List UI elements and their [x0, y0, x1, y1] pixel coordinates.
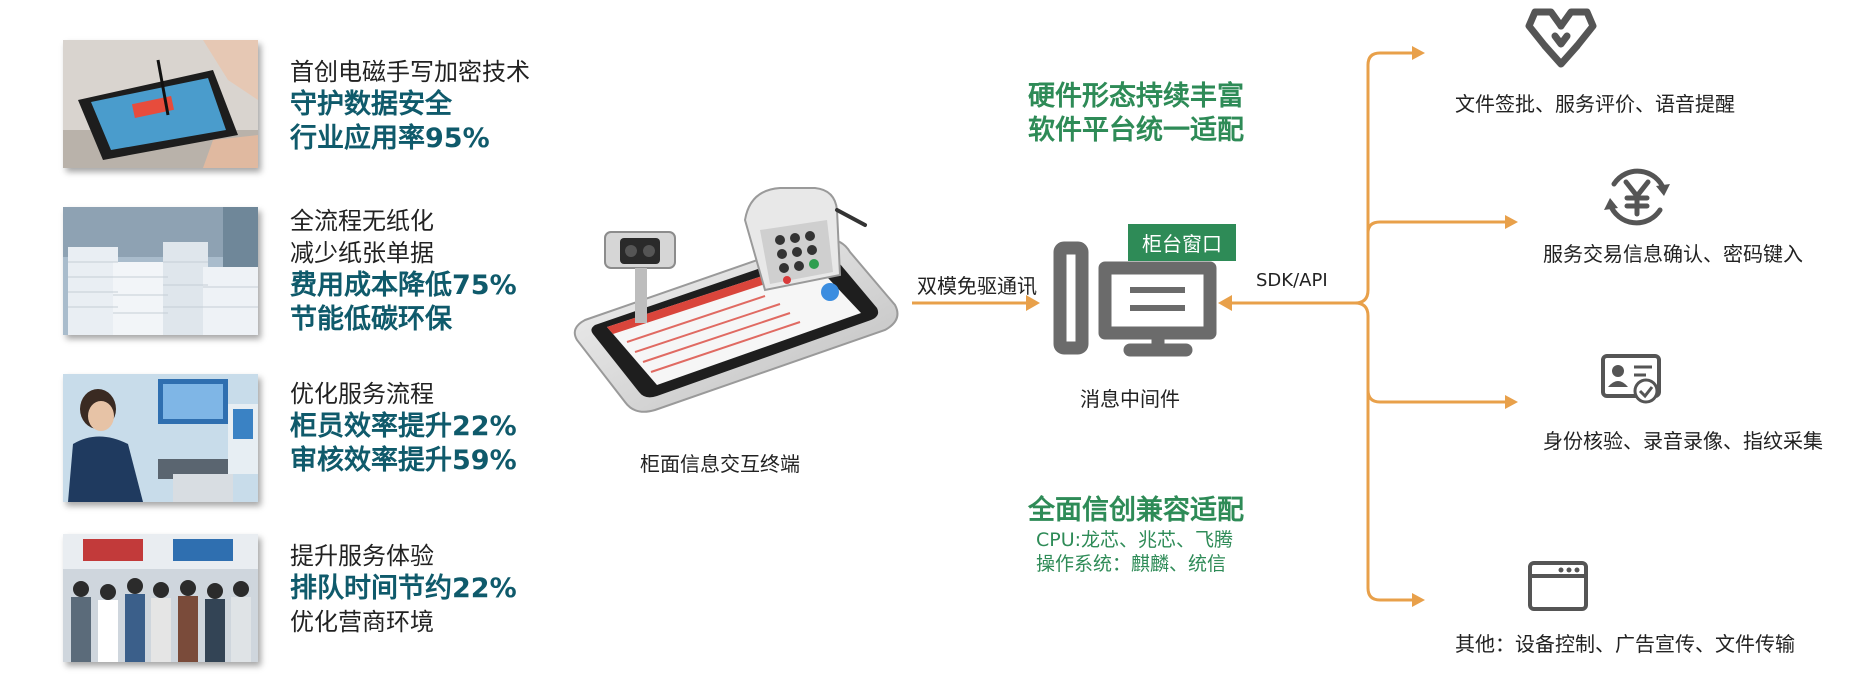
- feature-text: 优化服务流程: [290, 380, 434, 408]
- feature-text: 减少纸张单据: [290, 239, 434, 267]
- middleware-caption: 消息中间件: [1080, 387, 1180, 411]
- id-card-check-icon: [1601, 354, 1661, 404]
- xinchuang-os: 操作系统：麒麟、统信: [1036, 553, 1227, 575]
- dual-mode-link-label: 双模免驱通讯: [917, 274, 1037, 298]
- counter-terminal-device: [565, 180, 905, 420]
- feature-text: 优化营商环境: [290, 608, 434, 636]
- photo-queue-hall: [63, 534, 258, 662]
- counter-window-badge: 柜台窗口: [1128, 224, 1236, 261]
- feature-highlight: 审核效率提升59%: [290, 445, 517, 476]
- capability-label: 文件签批、服务评价、语音提醒: [1455, 92, 1735, 116]
- feature-highlight: 行业应用率95%: [290, 123, 490, 154]
- feature-block-efficiency: 优化服务流程 柜员效率提升22% 审核效率提升59%: [290, 378, 590, 478]
- feature-highlight: 排队时间节约22%: [290, 573, 517, 604]
- feature-highlight: 柜员效率提升22%: [290, 411, 517, 442]
- yuan-exchange-icon: [1604, 168, 1670, 226]
- feature-text: 提升服务体验: [290, 542, 434, 570]
- browser-window-icon: [1528, 561, 1588, 611]
- feature-block-encryption: 首创电磁手写加密技术 守护数据安全 行业应用率95%: [290, 56, 590, 156]
- photo-paper-stacks: [63, 207, 258, 335]
- capability-label: 身份核验、录音录像、指纹采集: [1543, 429, 1823, 453]
- feature-text: 全流程无纸化: [290, 207, 434, 235]
- xinchuang-block: 全面信创兼容适配 CPU:龙芯、兆芯、飞腾 操作系统：麒麟、统信: [1028, 494, 1244, 576]
- terminal-caption: 柜面信息交互终端: [640, 452, 800, 476]
- capability-label: 服务交易信息确认、密码键入: [1543, 242, 1803, 266]
- feature-block-paperless: 全流程无纸化 减少纸张单据 费用成本降低75% 节能低碳环保: [290, 205, 590, 337]
- hardware-headline: 硬件形态持续丰富 软件平台统一适配: [1028, 80, 1244, 148]
- photo-bank-teller: [63, 374, 258, 502]
- xinchuang-cpu: CPU:龙芯、兆芯、飞腾: [1036, 529, 1234, 551]
- photo-signature-tablet: [63, 40, 258, 168]
- feature-highlight: 费用成本降低75%: [290, 270, 517, 301]
- monitor-pc-icon: [1053, 241, 1217, 357]
- heart-handshake-icon: [1525, 8, 1597, 68]
- hardware-line-2: 软件平台统一适配: [1028, 115, 1244, 146]
- capability-label: 其他：设备控制、广告宣传、文件传输: [1455, 632, 1795, 656]
- feature-highlight: 守护数据安全: [290, 89, 452, 120]
- xinchuang-title: 全面信创兼容适配: [1028, 495, 1244, 526]
- feature-highlight: 节能低碳环保: [290, 304, 452, 335]
- feature-text: 首创电磁手写加密技术: [290, 58, 530, 86]
- hardware-line-1: 硬件形态持续丰富: [1028, 81, 1244, 112]
- feature-block-experience: 提升服务体验 排队时间节约22% 优化营商环境: [290, 540, 590, 638]
- sdk-api-label: SDK/API: [1256, 270, 1328, 291]
